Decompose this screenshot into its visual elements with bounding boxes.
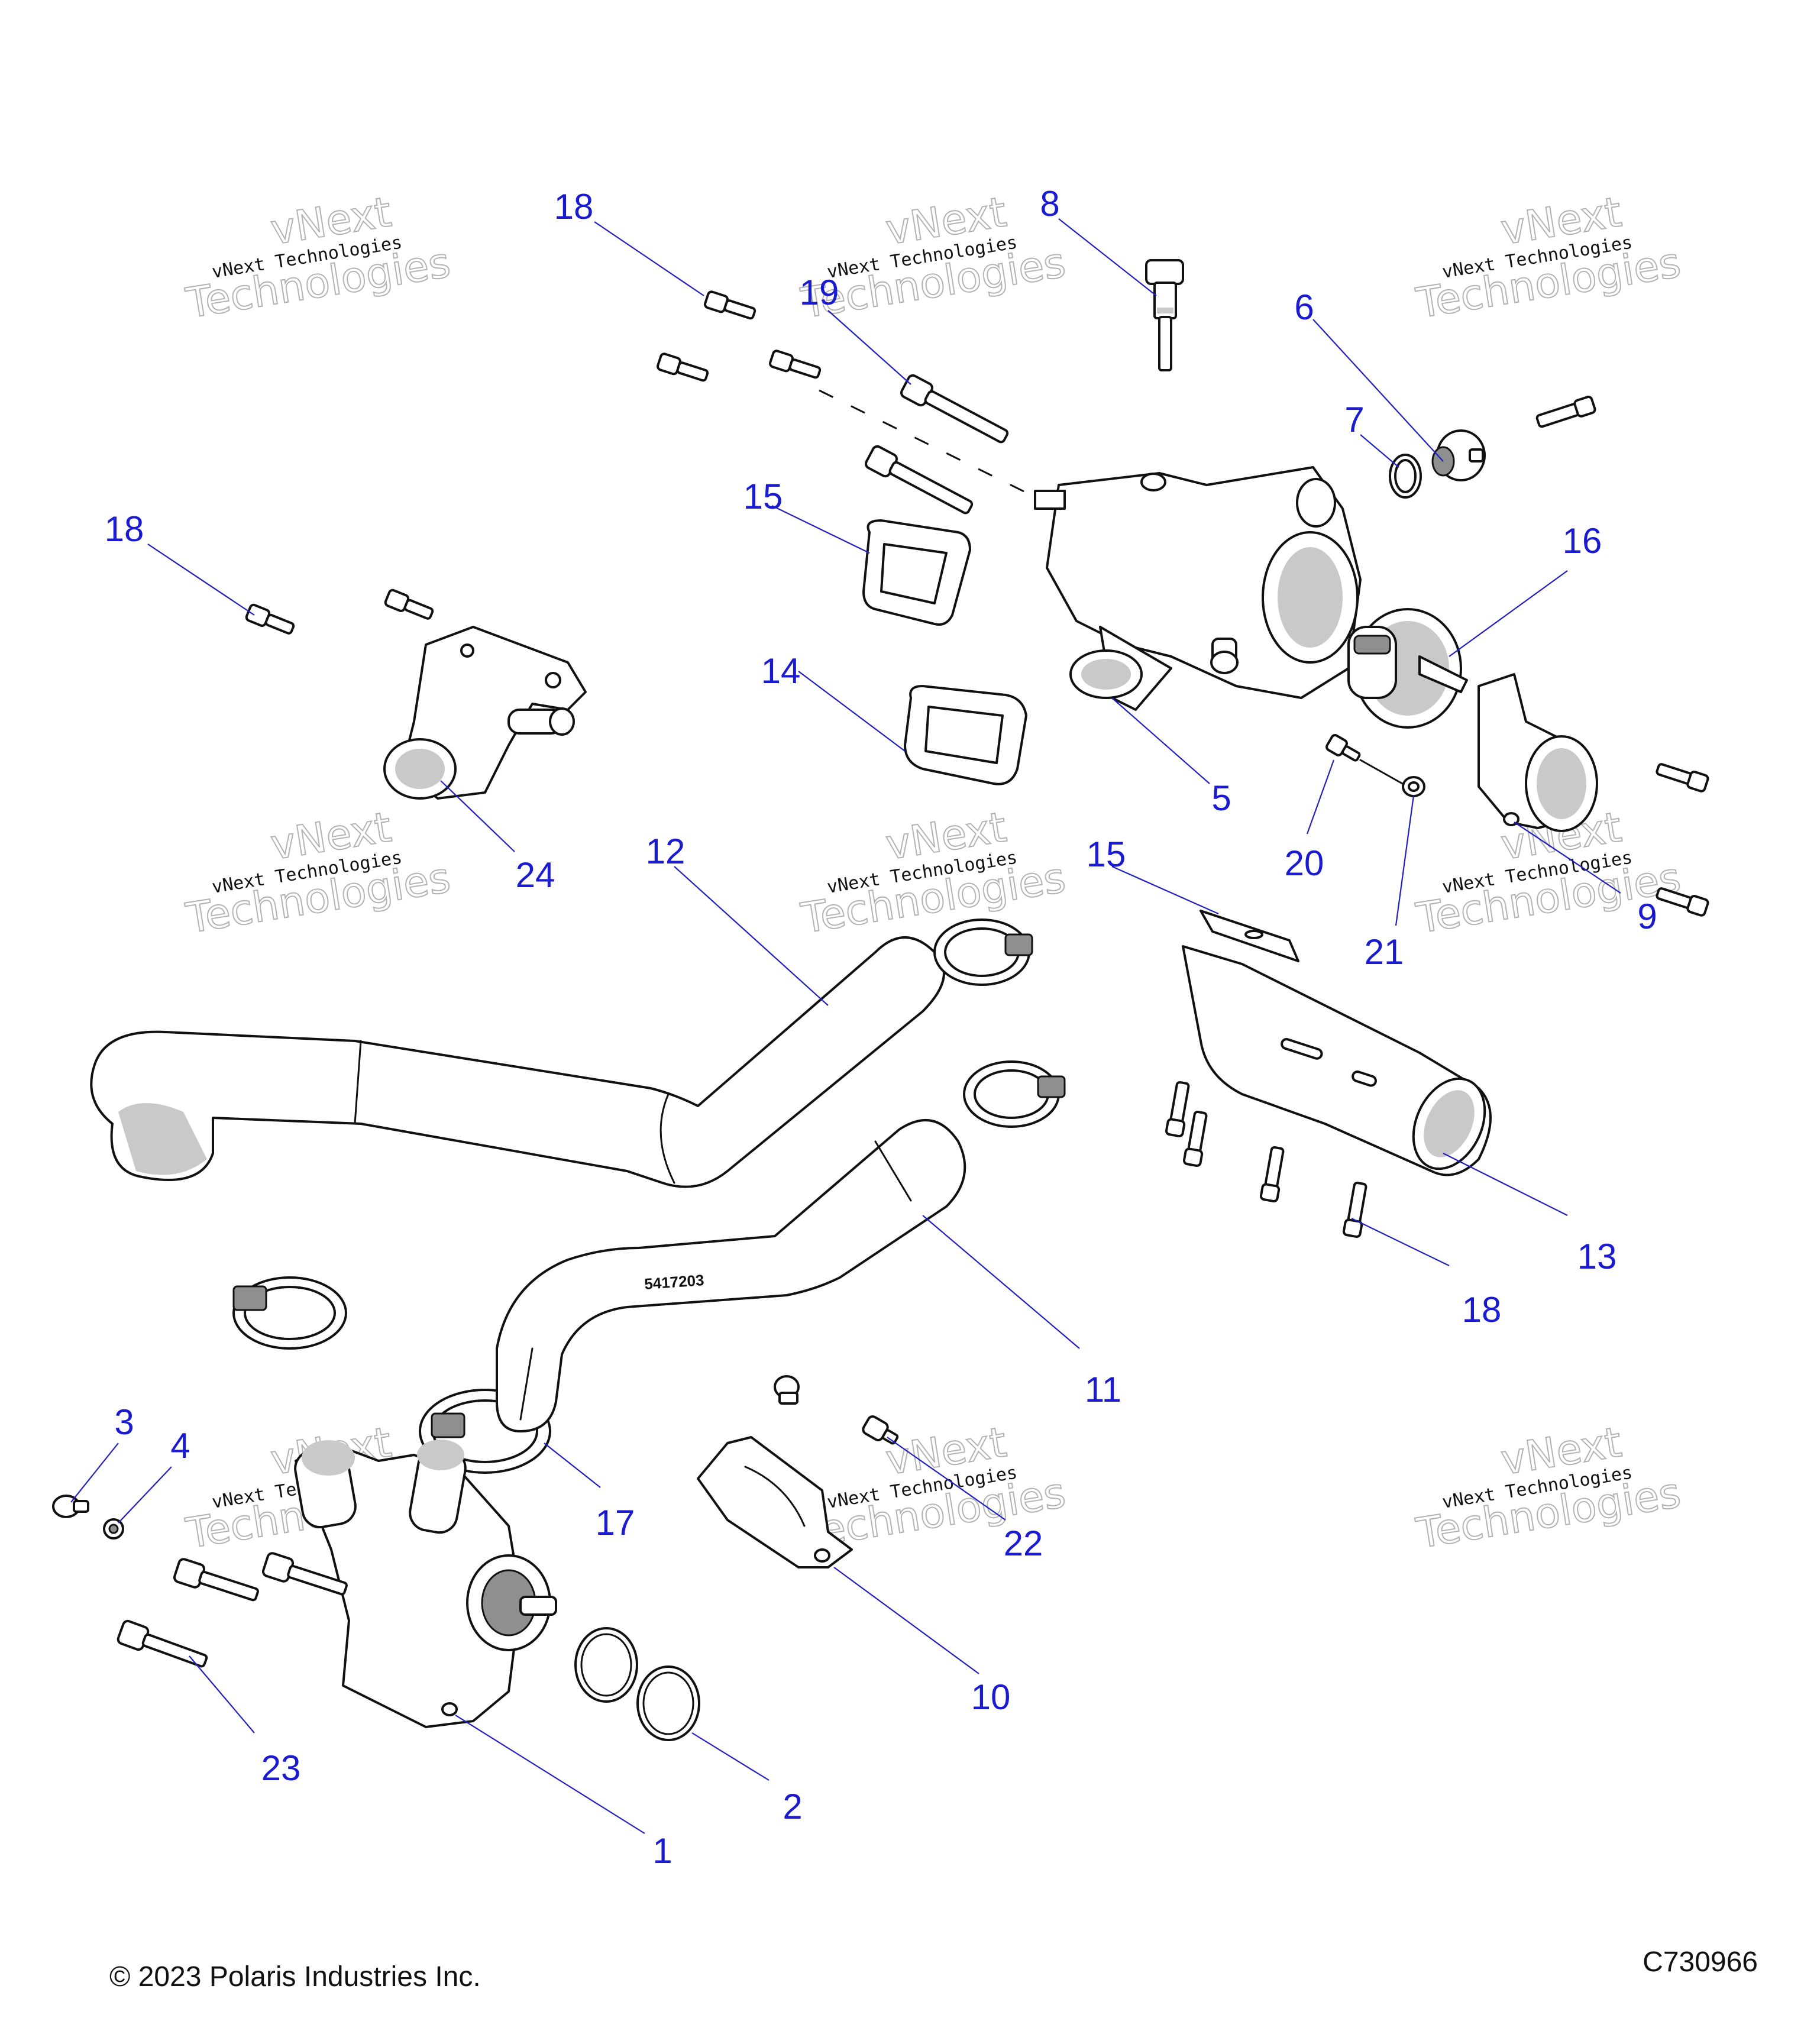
callout-10: 10	[971, 1677, 1011, 1717]
thermostat-housing-5[interactable]	[1034, 466, 1362, 711]
bolt-18-lower-right[interactable]	[1342, 1181, 1369, 1238]
callout-labels: 18 8 19 6 7 15 16 18 14 5 20 21 9 24 12 …	[105, 184, 1657, 1871]
callout-16: 16	[1563, 521, 1602, 561]
callout-22: 20	[1285, 843, 1324, 883]
callout-4: 4	[170, 1426, 190, 1466]
callout-2: 2	[783, 1787, 802, 1826]
callout-19: 19	[800, 273, 839, 312]
bolt-long-lower[interactable]	[864, 445, 975, 519]
watermark: vNext vNext Technologies Technologies	[1412, 1417, 1685, 1558]
bolt-3[interactable]	[52, 1495, 89, 1518]
callout-8: 8	[1040, 184, 1059, 224]
o-ring-2[interactable]	[636, 1665, 700, 1741]
bolt-19-long[interactable]	[900, 374, 1011, 448]
callout-9: 9	[1637, 897, 1657, 936]
o-ring-7[interactable]	[1389, 454, 1422, 499]
watermark: vNext vNext Technologies Technologies	[182, 802, 454, 943]
washer-23[interactable]	[1402, 776, 1425, 797]
callout-5: 5	[1211, 778, 1231, 818]
watermark: vNext vNext Technologies Technologies	[797, 187, 1069, 328]
screw-axis-line	[1359, 759, 1409, 788]
callout-1: 1	[652, 1831, 672, 1871]
bolt-upper-mid[interactable]	[769, 350, 822, 381]
callout-14: 14	[761, 651, 801, 691]
bolt-pump-b[interactable]	[261, 1552, 349, 1600]
callout-12: 12	[646, 832, 686, 871]
callout-6: 6	[1294, 287, 1314, 327]
screw-20[interactable]	[861, 1415, 900, 1448]
bolt-21[interactable]	[117, 1619, 209, 1673]
callout-15-lower: 15	[1087, 835, 1126, 874]
water-pump-1[interactable]	[292, 1440, 557, 1728]
callout-18-top: 18	[554, 187, 594, 227]
gasket-14[interactable]	[904, 685, 1027, 785]
callout-23: 21	[1365, 932, 1404, 972]
diagram-code: C730966	[1643, 1946, 1758, 1978]
bolt-18-left-b[interactable]	[384, 588, 435, 622]
o-ring-pump-a[interactable]	[574, 1627, 638, 1703]
watermark: vNext vNext Technologies Technologies	[1412, 187, 1685, 328]
callout-24: 24	[516, 855, 555, 895]
bolt-13-b[interactable]	[1182, 1110, 1209, 1167]
hose-part-number: 5417203	[644, 1271, 704, 1293]
coolant-outlet-9[interactable]	[1477, 673, 1598, 832]
hose-clamp-left[interactable]	[232, 1276, 347, 1350]
hose-bracket-10[interactable]	[697, 1436, 853, 1568]
bolt-18-left-a[interactable]	[245, 603, 296, 637]
callout-20: 22	[1004, 1524, 1043, 1563]
bolt-cap-right[interactable]	[1535, 396, 1596, 429]
callout-18-left: 18	[105, 509, 144, 549]
hose-clamp-top[interactable]	[933, 918, 1033, 986]
watermark: vNext vNext Technologies Technologies	[182, 187, 454, 328]
temperature-sensor-8[interactable]	[1145, 259, 1184, 371]
callout-17: 17	[596, 1503, 635, 1542]
copyright-text: © 2023 Polaris Industries Inc.	[109, 1961, 481, 1993]
callout-21: 23	[261, 1748, 301, 1788]
coolant-housing-24[interactable]	[383, 626, 587, 800]
callout-11: 11	[1085, 1370, 1121, 1409]
washer-4[interactable]	[103, 1518, 124, 1540]
gasket-15-top[interactable]	[862, 519, 971, 626]
bolt-9-upper[interactable]	[1656, 761, 1709, 793]
callout-7: 7	[1344, 400, 1364, 439]
coolant-hose-12[interactable]	[90, 936, 945, 1188]
leader-lines	[70, 218, 1621, 1834]
hose-clamp-mid[interactable]	[963, 1060, 1066, 1128]
bolt-bracket-upper[interactable]	[774, 1375, 800, 1405]
callout-13: 13	[1577, 1237, 1617, 1276]
thermostat-16[interactable]	[1347, 608, 1468, 729]
bolt-13-a[interactable]	[1165, 1081, 1191, 1138]
callout-15-top: 15	[743, 477, 783, 516]
bolt-upper-left[interactable]	[657, 352, 709, 384]
thermostat-cap-6[interactable]	[1431, 429, 1486, 481]
bolt-18-top[interactable]	[704, 290, 756, 322]
gasket-15-lower[interactable]	[1200, 910, 1299, 962]
bolt-13-c[interactable]	[1259, 1146, 1286, 1203]
coolant-pipe-13[interactable]	[1182, 945, 1499, 1181]
coolant-hose-11[interactable]: 5417203	[496, 1119, 966, 1432]
bolt-pump-a[interactable]	[173, 1558, 260, 1606]
watermark: vNext vNext Technologies Technologies	[797, 802, 1069, 943]
bolt-9-lower[interactable]	[1656, 885, 1709, 917]
callout-18-lower: 18	[1462, 1290, 1502, 1330]
callout-3: 3	[114, 1402, 134, 1442]
assembly-axis-line	[819, 389, 1059, 510]
screw-22[interactable]	[1325, 734, 1362, 765]
